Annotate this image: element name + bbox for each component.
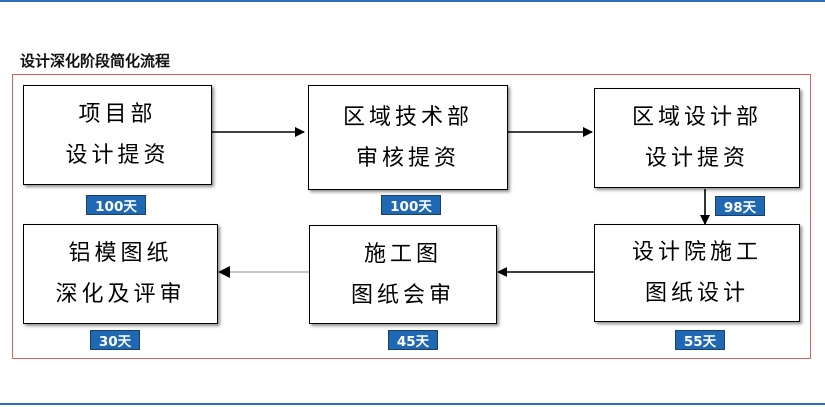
top-accent-rule <box>0 0 825 6</box>
duration-badge: 98天 <box>715 196 765 216</box>
step-box-aluminum-formwork: 铝模图纸 深化及评审 <box>23 224 218 324</box>
diagram-frame <box>12 74 811 359</box>
step-label-line2: 设计提资 <box>65 143 170 168</box>
duration-badge: 55天 <box>675 330 725 350</box>
duration-badge: 100天 <box>86 195 146 215</box>
bottom-rule <box>0 403 825 405</box>
step-label-line2: 图纸设计 <box>644 281 749 306</box>
step-box-drawing-review: 施工图 图纸会审 <box>309 225 497 324</box>
diagram-title: 设计深化阶段简化流程 <box>20 52 171 70</box>
step-label-line2: 图纸会审 <box>350 282 455 308</box>
step-label-line2: 深化及评审 <box>55 282 186 307</box>
step-box-project-dept: 项目部 设计提资 <box>23 85 212 185</box>
step-label-line2: 设计提资 <box>644 146 749 171</box>
duration-badge: 30天 <box>90 330 140 350</box>
step-box-regional-design-dept: 区域设计部 设计提资 <box>594 88 800 188</box>
step-box-regional-tech-dept: 区域技术部 审核提资 <box>308 85 508 190</box>
step-label-line1: 区域设计部 <box>631 105 762 130</box>
step-label-line1: 施工图 <box>363 241 442 267</box>
duration-badge: 45天 <box>388 330 438 350</box>
step-label-line1: 区域技术部 <box>342 104 473 130</box>
step-label-line2: 审核提资 <box>355 145 460 171</box>
step-box-design-institute: 设计院施工 图纸设计 <box>594 224 800 322</box>
duration-badge: 100天 <box>381 195 441 215</box>
step-label-line1: 铝模图纸 <box>68 241 173 266</box>
step-label-line1: 项目部 <box>78 102 157 127</box>
step-label-line1: 设计院施工 <box>631 240 762 265</box>
